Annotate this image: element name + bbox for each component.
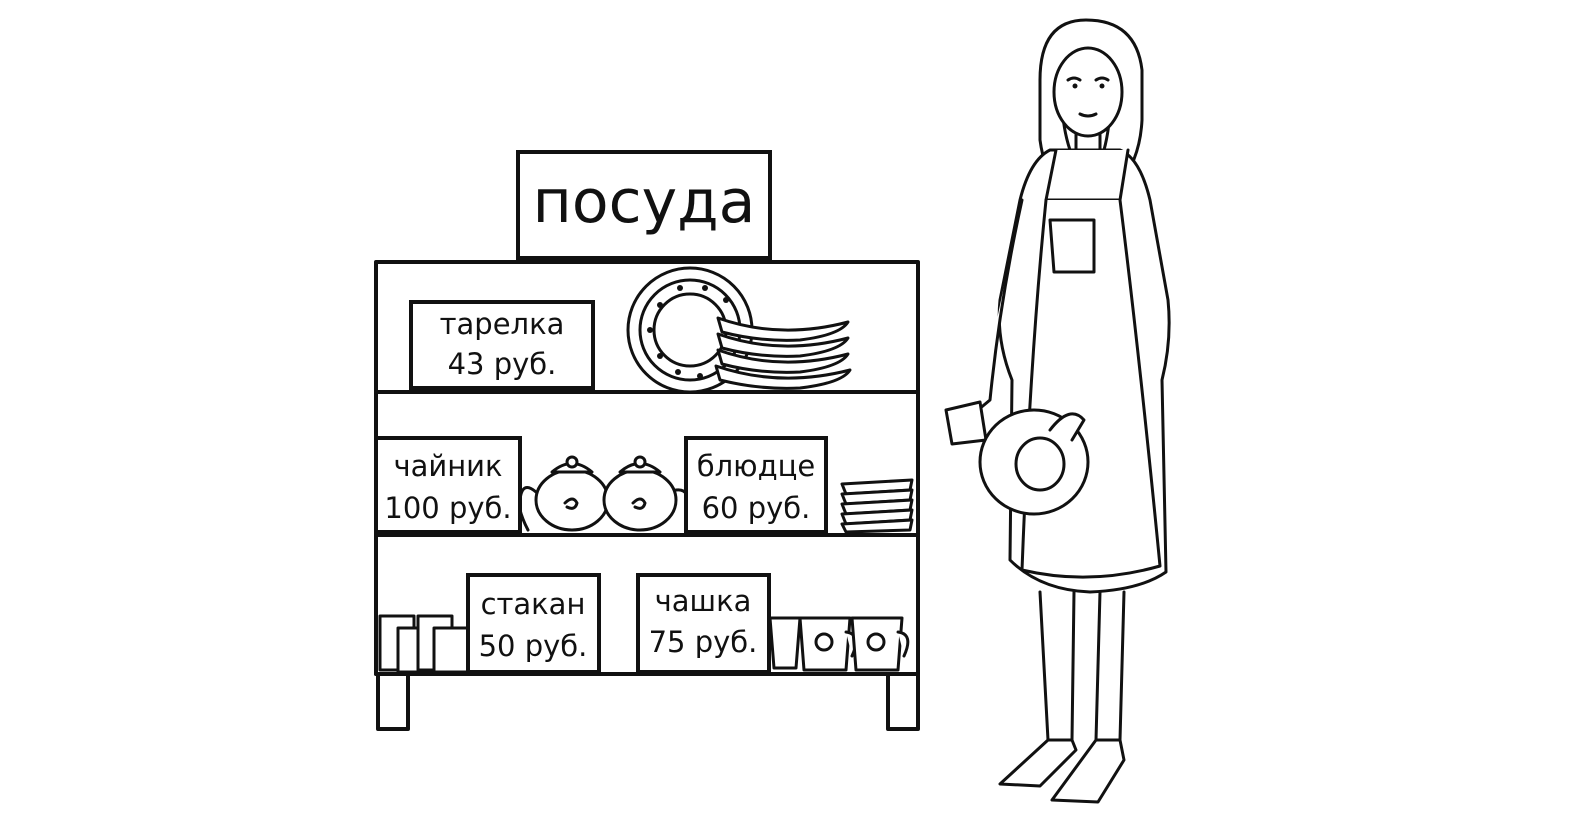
plate-label: тарелка: [440, 307, 565, 341]
glass-price: 50 руб.: [479, 629, 588, 663]
glasses-illustration: [378, 614, 470, 674]
teapots-illustration: [515, 455, 690, 532]
cups-illustration: [768, 616, 910, 672]
shelf-leg-left: [376, 672, 410, 731]
saucer-label: блюдце: [697, 449, 815, 483]
teapot-price: 100 руб.: [384, 491, 511, 525]
saucer-price: 60 руб.: [702, 491, 811, 525]
saucers-illustration: [840, 478, 914, 534]
price-tag-cup: чашка 75 руб.: [636, 573, 771, 674]
cup-price: 75 руб.: [649, 625, 758, 659]
price-tag-glass: стакан 50 руб.: [466, 573, 601, 674]
price-tag-teapot: чайник 100 руб.: [374, 436, 522, 534]
category-sign-title: посуда: [533, 167, 756, 237]
price-tag-plate: тарелка 43 руб.: [409, 300, 595, 390]
cup-label: чашка: [655, 584, 752, 618]
glass-label: стакан: [481, 587, 586, 621]
teapot-label: чайник: [393, 449, 502, 483]
saleswoman-figure: [944, 18, 1171, 804]
plate-price: 43 руб.: [448, 347, 557, 381]
category-sign: посуда: [516, 150, 772, 260]
price-tag-saucer: блюдце 60 руб.: [684, 436, 828, 534]
plates-illustration: [626, 266, 852, 394]
shelf-leg-right: [886, 672, 920, 731]
